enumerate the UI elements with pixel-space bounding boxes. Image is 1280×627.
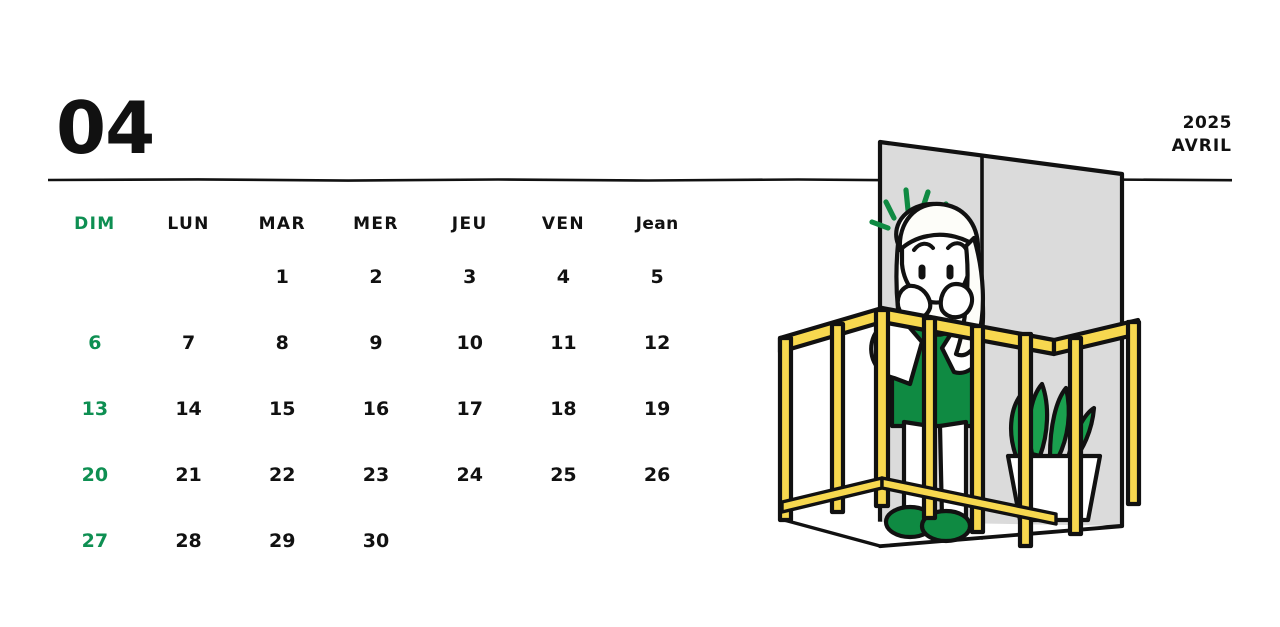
day-cell[interactable]: 25 <box>550 464 577 486</box>
day-cell[interactable]: 27 <box>81 530 109 552</box>
day-cell[interactable]: 13 <box>81 398 109 420</box>
day-cell[interactable]: 29 <box>269 530 296 552</box>
weekday-header-dim: DIM <box>74 214 116 234</box>
calendar-grid: DIM LUN MAR MER JEU VEN Jean 1 2 3 4 5 6… <box>48 200 704 574</box>
day-cell[interactable]: 4 <box>556 266 571 288</box>
yellow-railing <box>777 305 1142 549</box>
weekday-header-ven: VEN <box>541 214 586 234</box>
day-cell[interactable]: 16 <box>362 398 390 420</box>
day-cell[interactable] <box>142 244 236 310</box>
day-cell <box>610 508 704 574</box>
day-cell <box>423 508 517 574</box>
weekday-header-jeu: JEU <box>451 214 488 234</box>
page-header: 04 2025 AVRIL <box>0 0 1280 182</box>
day-cell[interactable]: 12 <box>643 332 671 354</box>
day-cell[interactable]: 8 <box>275 332 289 354</box>
day-cell[interactable]: 18 <box>550 398 577 420</box>
day-cell[interactable]: 14 <box>175 398 202 420</box>
day-cell[interactable]: 1 <box>275 266 289 288</box>
week-row: 6 7 8 9 10 11 12 <box>48 310 704 376</box>
day-cell[interactable]: 11 <box>550 332 577 354</box>
day-cell[interactable]: 9 <box>369 332 383 354</box>
day-cell[interactable]: 17 <box>456 398 483 420</box>
week-row: 1 2 3 4 5 <box>48 244 704 310</box>
weekday-header-mar: MAR <box>258 214 306 234</box>
weekday-header-mer: MER <box>353 214 399 234</box>
day-cell[interactable]: 26 <box>643 464 671 486</box>
weekday-header-lun: LUN <box>167 214 210 234</box>
weekday-header-row: DIM LUN MAR MER JEU VEN Jean <box>48 200 704 244</box>
day-cell[interactable]: 30 <box>362 530 390 552</box>
month-number: 04 <box>56 86 155 170</box>
day-cell[interactable]: 2 <box>369 266 383 288</box>
day-cell[interactable]: 10 <box>456 332 483 354</box>
header-date-block: 2025 AVRIL <box>1172 112 1232 158</box>
month-name-label: AVRIL <box>1171 135 1232 156</box>
week-row: 27 28 29 30 <box>48 508 704 574</box>
day-cell[interactable]: 28 <box>175 530 202 552</box>
day-cell[interactable]: 24 <box>456 464 483 486</box>
year-label: 2025 <box>1182 113 1232 133</box>
day-cell[interactable]: 22 <box>269 464 296 486</box>
day-cell[interactable]: 15 <box>269 398 296 420</box>
day-cell[interactable]: 5 <box>650 266 664 288</box>
day-cell[interactable]: 21 <box>175 464 202 486</box>
week-row: 13 14 15 16 17 18 19 <box>48 376 704 442</box>
day-cell[interactable]: 3 <box>463 266 477 288</box>
day-cell[interactable]: 7 <box>181 332 196 354</box>
day-cell[interactable]: 20 <box>81 464 109 486</box>
day-cell[interactable] <box>48 244 142 310</box>
week-row: 20 21 22 23 24 25 26 <box>48 442 704 508</box>
day-cell[interactable]: 19 <box>643 398 671 420</box>
day-cell[interactable]: 23 <box>362 464 390 486</box>
day-cell <box>517 508 611 574</box>
balcony-illustration <box>770 126 1150 576</box>
day-cell[interactable]: 6 <box>88 332 102 354</box>
weekday-header-jean: Jean <box>635 214 679 234</box>
